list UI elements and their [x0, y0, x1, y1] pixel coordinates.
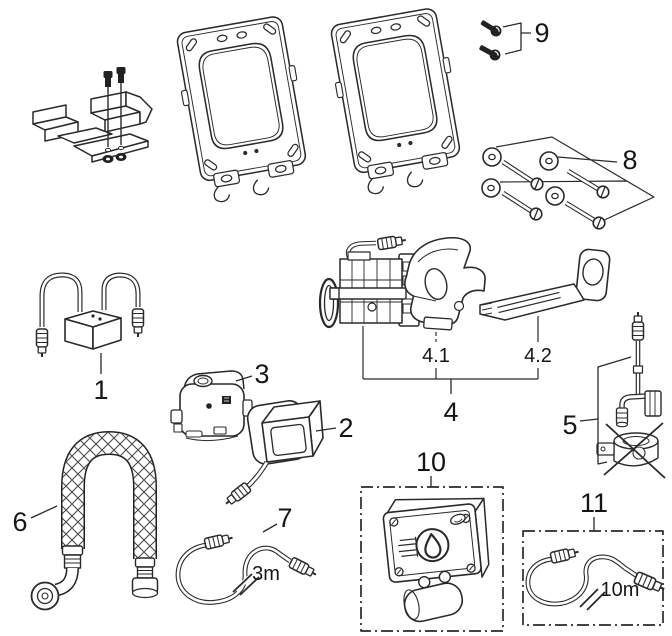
- cable-connector-icon: [202, 531, 235, 551]
- mounting-frame-right: [324, 5, 471, 199]
- wall-bracket-part: [32, 67, 153, 163]
- screw-icon: [479, 45, 501, 61]
- screw-icon: [480, 20, 502, 37]
- part-label-7: 7: [277, 503, 292, 533]
- sensor-rays-icon: [398, 536, 419, 557]
- part-6-braided-hose: 6: [12, 431, 159, 611]
- part-label-9: 9: [534, 18, 549, 48]
- excluded-valve-drawing: [596, 432, 659, 467]
- part-4-2-lever: 4.2: [479, 248, 611, 379]
- part-label-11: 11: [580, 488, 608, 518]
- part-label-6: 6: [12, 507, 27, 537]
- part-2-module: 2: [221, 400, 354, 510]
- cross-out-icon: [603, 422, 666, 479]
- long-screw-icon: [501, 159, 610, 230]
- part-label-4-2: 4.2: [524, 345, 552, 367]
- part-label-4: 4: [443, 397, 458, 427]
- part-label-2: 2: [338, 413, 353, 443]
- control-box-drawing: [382, 497, 490, 623]
- part-9-screws: 9: [479, 18, 550, 61]
- hose-elbow-flange: [30, 581, 60, 611]
- cable-connector-icon: [548, 545, 581, 565]
- cable-length-3m: 3m: [252, 563, 280, 585]
- part-label-3: 3: [254, 359, 269, 389]
- cable-connector-icon: [221, 481, 253, 510]
- cable-length-10m: 10m: [601, 579, 640, 601]
- mounting-frame-left: [170, 13, 317, 207]
- cable-connector-icon: [287, 556, 320, 581]
- washer-icon: [481, 147, 565, 206]
- cable-connector-icon: [376, 233, 408, 251]
- cable-connector-icon: [35, 328, 49, 358]
- optional-part-frame: [522, 530, 664, 626]
- part-7-cable-3m: 7 3m: [175, 503, 320, 605]
- part-8-fixing-set: 8: [481, 136, 655, 230]
- length-break-icon: [232, 570, 260, 596]
- part-3-housing: 3: [170, 359, 270, 442]
- part-4-1-carrier: 4.1: [404, 236, 486, 379]
- part-11-cable-10m: 11 10m: [522, 488, 668, 626]
- part-4-assembly: 4.1 4.2 4: [318, 233, 611, 427]
- cable-connector-icon: [131, 308, 145, 338]
- part-label-4-1: 4.1: [422, 345, 450, 367]
- part-1-cable-unit: 1: [35, 272, 145, 405]
- bracket-screw-icon: [102, 67, 127, 163]
- part-5-actuating-rod: 5: [562, 311, 666, 479]
- part-label-10: 10: [416, 447, 446, 477]
- cable-connector-icon: [631, 311, 645, 341]
- part-4-module: [318, 233, 420, 379]
- optional-part-frame: [360, 486, 504, 632]
- length-break-icon: [579, 585, 606, 611]
- part-label-5: 5: [562, 410, 577, 440]
- part-label-8: 8: [622, 145, 637, 175]
- part-label-1: 1: [93, 375, 108, 405]
- part-10-control-box: 10: [360, 447, 504, 632]
- water-drop-icon: [424, 533, 442, 559]
